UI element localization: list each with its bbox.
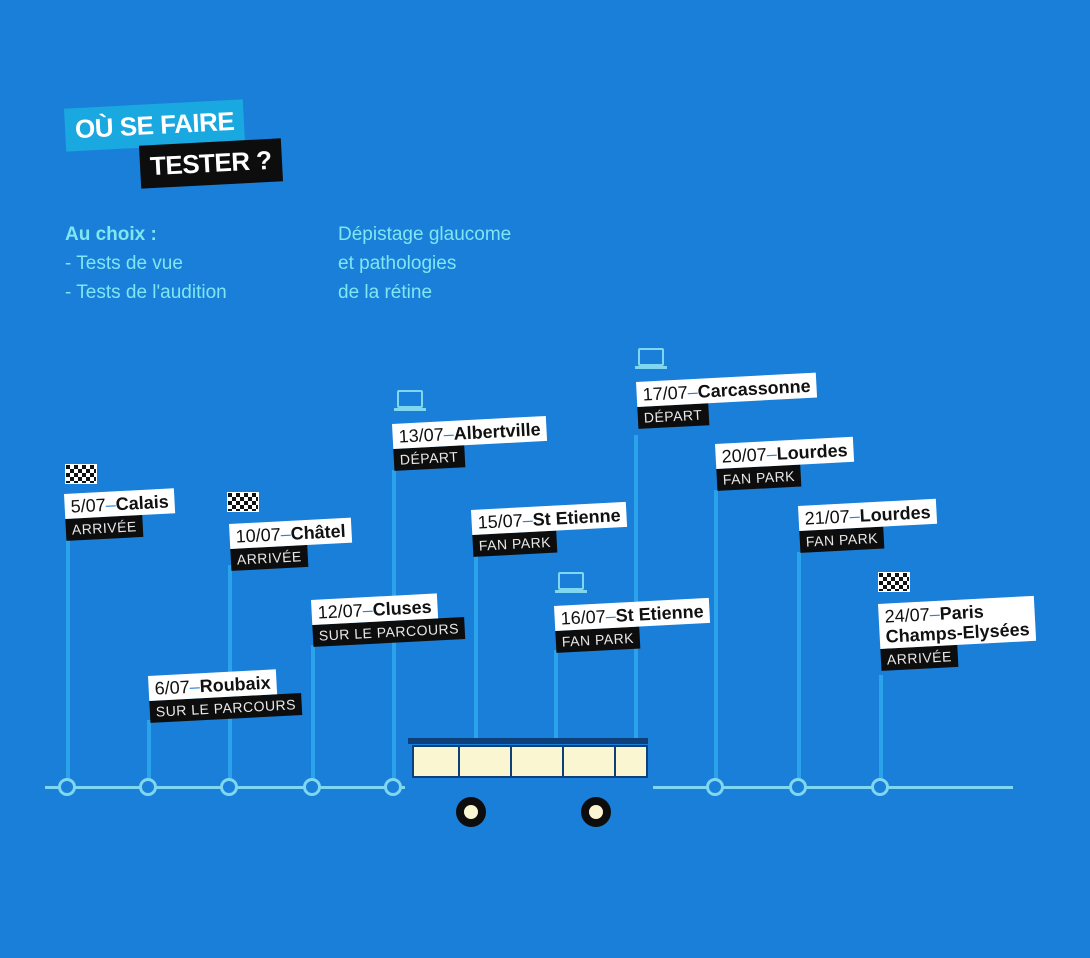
stop-stem xyxy=(797,552,801,778)
timeline-node xyxy=(789,778,807,796)
stop-stem xyxy=(634,435,638,745)
stop-city: Roubaix xyxy=(199,672,272,697)
screen-icon xyxy=(394,390,426,411)
stop-label-lourdes-2: 21/07–Lourdes FAN PARK xyxy=(798,498,938,553)
stop-label-chatel: 10/07–Châtel ARRIVÉE xyxy=(229,517,353,571)
stop-tag: ARRIVÉE xyxy=(65,514,144,541)
bus-window xyxy=(562,745,616,778)
timeline-node xyxy=(384,778,402,796)
test-options: Au choix : - Tests de vue - Tests de l'a… xyxy=(65,220,227,307)
stop-city: Paris xyxy=(939,601,985,624)
screen-icon xyxy=(555,572,587,593)
stop-date: 5/07 xyxy=(70,494,107,517)
stop-city: Cluses xyxy=(372,596,433,620)
stop-tag: FAN PARK xyxy=(799,526,885,553)
screening-line: et pathologies xyxy=(338,253,457,274)
checkered-flag-icon xyxy=(65,464,97,484)
stop-date: 24/07 xyxy=(884,604,931,627)
stop-label-lourdes-1: 20/07–Lourdes FAN PARK xyxy=(715,436,855,491)
timeline-node xyxy=(871,778,889,796)
stop-label-calais: 5/07–Calais ARRIVÉE xyxy=(64,488,176,541)
stop-city: Châtel xyxy=(290,520,347,544)
screening-line: de la rétine xyxy=(338,282,433,303)
stop-city: Calais xyxy=(115,491,170,515)
test-option-item: - Tests de l'audition xyxy=(65,282,227,303)
checkered-flag-icon xyxy=(227,492,259,512)
screen-icon xyxy=(635,348,667,369)
timeline-node xyxy=(303,778,321,796)
timeline-node xyxy=(58,778,76,796)
stop-date: 15/07 xyxy=(477,510,524,533)
bus-window xyxy=(510,745,564,778)
stop-city: Albertville xyxy=(453,419,542,444)
stop-tag: DÉPART xyxy=(393,445,465,471)
stop-stem xyxy=(147,720,151,778)
bus-window xyxy=(412,745,460,778)
stop-date: 10/07 xyxy=(235,524,282,547)
screening-line: Dépistage glaucome xyxy=(338,224,512,245)
checkered-flag-icon xyxy=(878,572,910,592)
stop-stem xyxy=(474,555,478,745)
stop-label-albertville: 13/07–Albertville DÉPART xyxy=(392,415,548,471)
stop-tag: ARRIVÉE xyxy=(230,544,309,571)
bus-roof xyxy=(408,738,648,744)
stop-city: Carcassonne xyxy=(697,375,812,402)
stop-city: St Etienne xyxy=(615,601,705,626)
test-options-heading: Au choix : xyxy=(65,224,157,245)
test-option-item: - Tests de vue xyxy=(65,253,183,274)
stop-label-cluses: 12/07–Cluses SUR LE PARCOURS xyxy=(311,592,466,647)
stop-stem xyxy=(554,650,558,745)
timeline-node xyxy=(220,778,238,796)
stop-date: 17/07 xyxy=(642,382,689,405)
bus-wheel xyxy=(581,797,611,827)
stop-stem xyxy=(714,490,718,778)
stop-tag: DÉPART xyxy=(637,403,709,429)
stop-date: 6/07 xyxy=(154,676,191,699)
stop-stem xyxy=(311,645,315,778)
stop-city: St Etienne xyxy=(532,505,622,530)
stop-label-roubaix: 6/07–Roubaix SUR LE PARCOURS xyxy=(148,668,303,723)
stop-label-st-etienne-1: 15/07–St Etienne FAN PARK xyxy=(471,501,628,557)
stop-tag: FAN PARK xyxy=(716,464,802,491)
stop-city: Lourdes xyxy=(776,440,849,464)
stop-stem xyxy=(66,540,70,778)
stop-date: 13/07 xyxy=(398,424,445,447)
title-line-2: TESTER ? xyxy=(138,138,283,189)
stop-date: 12/07 xyxy=(317,600,364,623)
stop-label-carcassonne: 17/07–Carcassonne DÉPART xyxy=(636,372,818,429)
stop-date: 16/07 xyxy=(560,606,607,629)
stop-date: 21/07 xyxy=(804,506,851,529)
stop-tag: FAN PARK xyxy=(472,530,558,557)
bus-window xyxy=(458,745,512,778)
stop-stem xyxy=(879,675,883,778)
stop-tag: ARRIVÉE xyxy=(880,644,959,671)
stop-label-st-etienne-2: 16/07–St Etienne FAN PARK xyxy=(554,597,711,653)
bus-wheel xyxy=(456,797,486,827)
screening-info: Dépistage glaucome et pathologies de la … xyxy=(338,220,511,307)
stop-tag: FAN PARK xyxy=(555,626,641,653)
timeline-node xyxy=(139,778,157,796)
stop-date: 20/07 xyxy=(721,444,768,467)
stop-city: Lourdes xyxy=(859,502,932,526)
bus-window xyxy=(614,745,648,778)
timeline-node xyxy=(706,778,724,796)
